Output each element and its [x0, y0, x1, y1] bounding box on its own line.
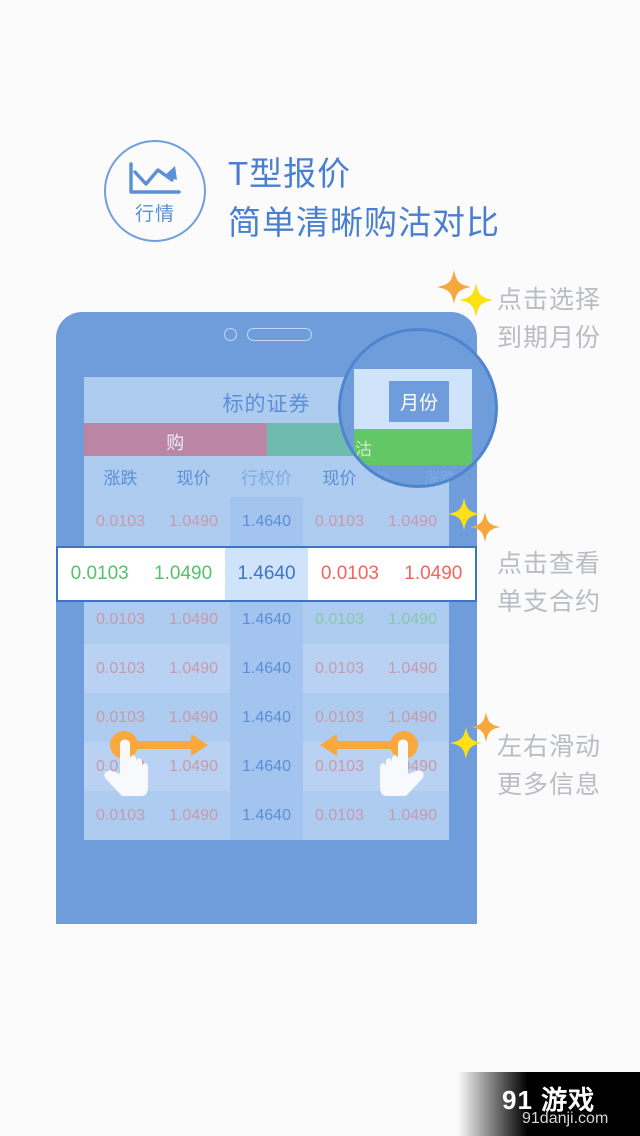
selected-call-price: 1.0490: [154, 563, 213, 584]
swipe-right-hand-icon: [96, 730, 212, 805]
column-header-call-change: 涨跌: [103, 469, 138, 488]
row-put-price: 0.0103: [315, 708, 364, 726]
row-call-price: 1.0490: [169, 708, 218, 726]
table-row[interactable]: 0.0103 1.0490 1.4640 0.0103 1.0490: [84, 497, 449, 546]
site-watermark: 91 游戏 91danji.com: [458, 1072, 640, 1136]
table-row[interactable]: 0.0103 1.0490 1.4640 0.0103 1.0490: [84, 693, 449, 742]
camera-dot-icon: [224, 328, 237, 341]
row-strike: 1.4640: [230, 595, 303, 644]
table-row[interactable]: 0.0103 1.0490 1.4640 0.0103 1.0490: [84, 595, 449, 644]
annotation-select-month: 点击选择 到期月份: [497, 281, 601, 357]
watermark-site: 91danji.com: [522, 1110, 609, 1127]
underlying-security-label: 标的证券: [222, 393, 311, 416]
annotation-1-line-2: 到期月份: [497, 324, 602, 352]
annotation-1-line-1: 点击选择: [497, 286, 602, 314]
row-call-change: 0.0103: [96, 610, 145, 628]
row-strike: 1.4640: [230, 693, 303, 742]
selected-call-change: 0.0103: [70, 563, 129, 584]
row-call-price: 1.0490: [169, 512, 218, 530]
row-call-change: 0.0103: [96, 806, 145, 824]
watermark-brand: 91 游戏: [502, 1085, 596, 1115]
annotation-3-line-1: 左右滑动: [497, 733, 602, 761]
row-call-change: 0.0103: [96, 659, 145, 677]
annotation-2-line-1: 点击查看: [497, 550, 602, 578]
month-chip-button[interactable]: 月份: [389, 381, 449, 422]
page-subtitle: 简单清晰购沽对比: [228, 204, 500, 241]
quote-badge-label: 行情: [134, 204, 175, 225]
annotation-view-contract: 点击查看 单支合约: [497, 545, 601, 621]
selected-strike: 1.4640: [224, 548, 309, 600]
magnifier-put-label: 沽: [355, 440, 372, 459]
row-call-change: 0.0103: [96, 708, 145, 726]
row-strike: 1.4640: [230, 497, 303, 546]
row-call-price: 1.0490: [169, 757, 218, 775]
row-call-price: 1.0490: [169, 806, 218, 824]
selected-put-change: 1.0490: [404, 563, 463, 584]
annotation-swipe: 左右滑动 更多信息: [497, 728, 601, 804]
month-selector-magnifier: 月份 沽 现价 涨跌: [338, 328, 498, 488]
annotation-2-line-2: 单支合约: [497, 588, 602, 616]
speaker-slot-icon: [247, 328, 312, 341]
row-call-change: 0.0103: [96, 512, 145, 530]
line-chart-icon: [126, 160, 184, 200]
row-put-change: 1.0490: [388, 659, 437, 677]
call-side-label: 购: [166, 433, 185, 453]
row-strike: 1.4640: [230, 742, 303, 791]
selected-contract-row[interactable]: 0.0103 1.0490 1.4640 0.0103 1.0490: [56, 546, 477, 602]
column-header-put-price: 现价: [322, 469, 357, 488]
quote-badge: 行情: [104, 140, 206, 242]
selected-put-price: 0.0103: [320, 563, 379, 584]
column-header-call-price: 现价: [176, 469, 211, 488]
row-put-price: 0.0103: [315, 512, 364, 530]
row-strike: 1.4640: [230, 791, 303, 840]
row-put-price: 0.0103: [315, 757, 364, 775]
page-header: 行情 T型报价 简单清晰购沽对比: [0, 0, 640, 290]
magnifier-column-change: 涨跌: [423, 471, 456, 488]
column-header-strike: 行权价: [241, 469, 292, 488]
row-put-price: 0.0103: [315, 806, 364, 824]
annotation-3-line-2: 更多信息: [497, 771, 602, 799]
row-call-price: 1.0490: [169, 610, 218, 628]
row-call-price: 1.0490: [169, 659, 218, 677]
magnifier-column-price: 现价: [357, 471, 390, 488]
row-put-change: 1.0490: [388, 512, 437, 530]
magnifier-put-bar: [354, 429, 472, 465]
row-put-change: 1.0490: [388, 806, 437, 824]
table-row[interactable]: 0.0103 1.0490 1.4640 0.0103 1.0490: [84, 644, 449, 693]
row-strike: 1.4640: [230, 644, 303, 693]
row-put-price: 0.0103: [315, 659, 364, 677]
table-row[interactable]: 0.0103 1.0490 1.4640 0.0103 1.0490: [84, 791, 449, 840]
page-title: T型报价: [228, 155, 352, 192]
call-side-header: 购: [84, 423, 267, 456]
magnifier-columns: 现价 涨跌: [341, 465, 473, 488]
row-put-price: 0.0103: [315, 610, 364, 628]
row-put-change: 1.0490: [388, 610, 437, 628]
swipe-left-hand-icon: [316, 730, 432, 805]
row-put-change: 1.0490: [388, 708, 437, 726]
